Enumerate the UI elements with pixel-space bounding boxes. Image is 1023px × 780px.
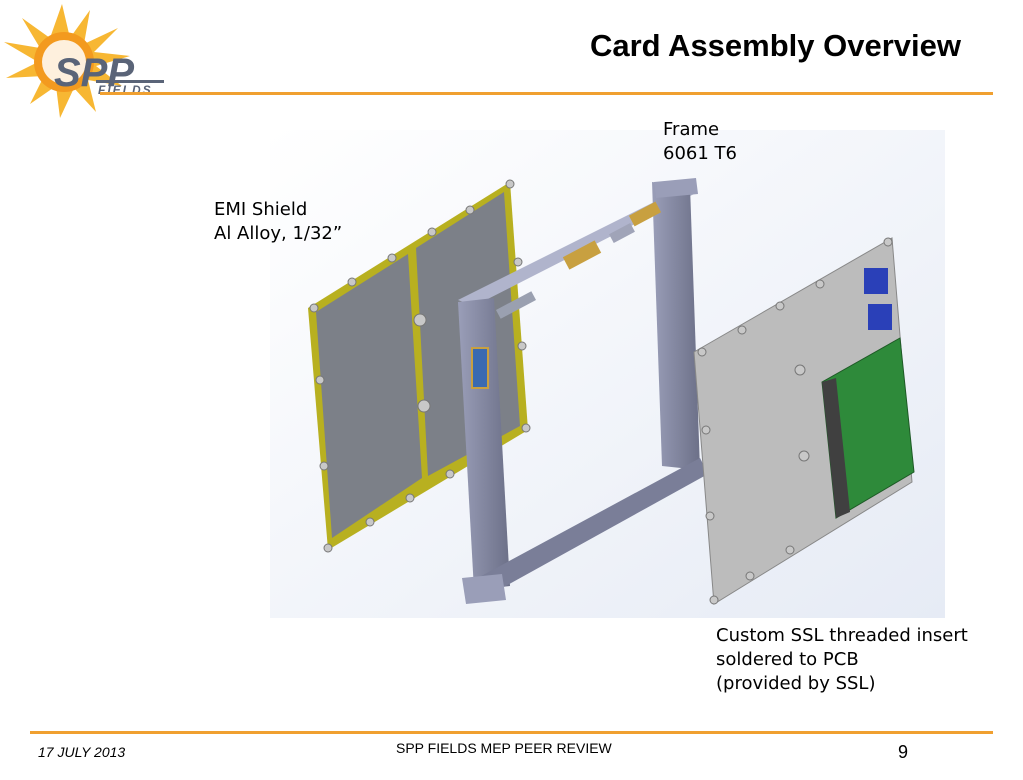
card-frame (458, 178, 708, 604)
callout-emi-shield-name: EMI Shield (214, 199, 308, 220)
callout-insert-line3: (provided by SSL) (716, 673, 876, 694)
spp-fields-logo: SPP FIELDS (4, 4, 164, 118)
callout-frame-material: 6061 T6 (663, 143, 737, 164)
card-assembly-illustration (270, 130, 945, 618)
callout-insert-line1: Custom SSL threaded insert (716, 625, 968, 646)
footer-date: 17 JULY 2013 (38, 744, 126, 760)
frame-connector (471, 201, 662, 389)
sun-icon (4, 4, 130, 118)
callout-threaded-insert: Custom SSL threaded insert soldered to P… (716, 624, 968, 696)
pcb-assembly (693, 237, 915, 605)
page-number: 9 (898, 742, 909, 762)
callout-emi-shield: EMI Shield Al Alloy, 1/32” (214, 198, 342, 246)
page-title: Card Assembly Overview (589, 28, 961, 63)
callout-frame: Frame 6061 T6 (663, 118, 737, 166)
callout-insert-line2: soldered to PCB (716, 649, 859, 670)
footer-review-title: SPP FIELDS MEP PEER REVIEW (396, 740, 612, 756)
footer-divider (30, 731, 993, 734)
header-divider (100, 92, 993, 95)
callout-emi-shield-material: Al Alloy, 1/32” (214, 223, 343, 244)
logo-text: SPP (54, 51, 134, 95)
callout-frame-name: Frame (663, 119, 720, 140)
